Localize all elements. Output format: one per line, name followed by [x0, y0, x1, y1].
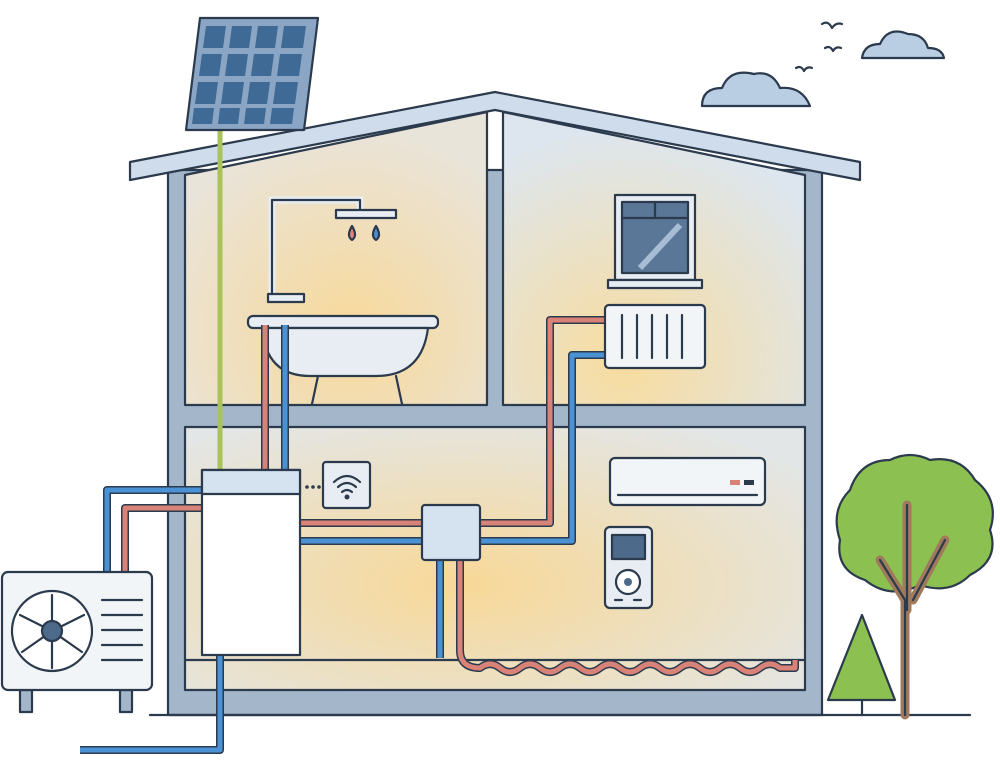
tree-icon: [835, 453, 994, 720]
underfloor-heating-icon: [457, 560, 798, 675]
junction-box-icon: [420, 503, 482, 562]
remote-control-icon: [603, 525, 654, 610]
shower-icon: [266, 196, 398, 304]
cloud-icon: [700, 71, 812, 108]
radiator-icon: [603, 303, 707, 370]
wifi-icon: [305, 460, 372, 510]
heat-pump-outdoor-unit-icon: [0, 570, 154, 714]
bird-icon: [794, 21, 844, 73]
air-conditioner-icon: [608, 456, 767, 507]
roof: [128, 90, 862, 182]
pipes: [80, 316, 799, 754]
pine-tree-icon: [826, 613, 897, 717]
bathtub-icon: [246, 314, 440, 406]
solar-panel-icon: [184, 16, 320, 470]
window-icon: [606, 193, 704, 290]
cloud-icon: [860, 30, 946, 60]
boiler-icon: [200, 468, 302, 657]
